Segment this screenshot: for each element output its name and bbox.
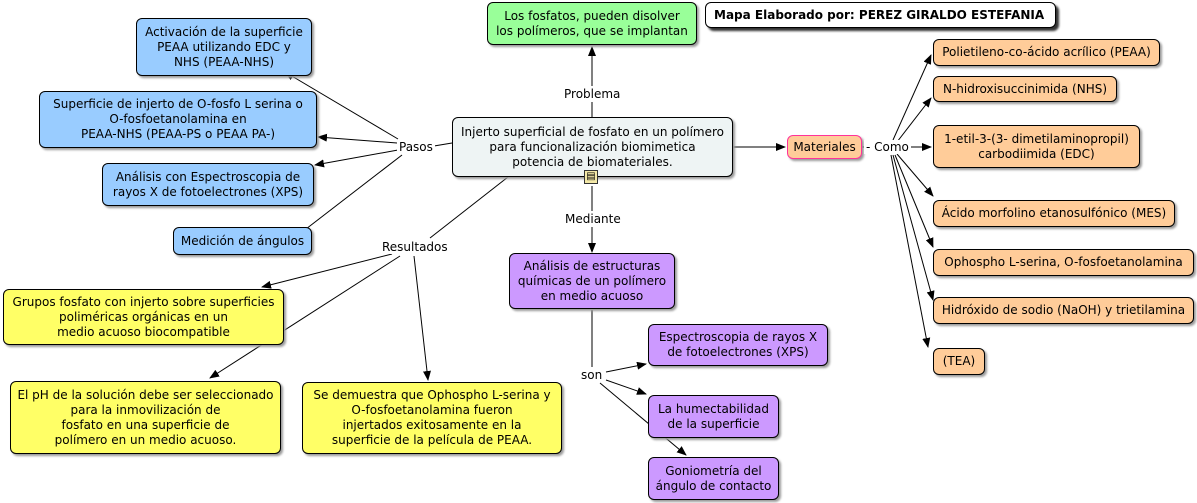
edge-resultados-result3 <box>413 255 431 381</box>
material-node-mes[interactable]: Ácido morfolino etanosulfónico (MES) <box>933 200 1175 227</box>
step-node-grafting[interactable]: Superficie de injerto de O-fosfo L serin… <box>39 91 317 148</box>
edge-pasos-step4 <box>305 154 403 230</box>
author-credit: Mapa Elaborado por: PEREZ GIRALDO ESTEFA… <box>705 2 1056 28</box>
edge-pasos-step3 <box>314 149 399 168</box>
link-label-como: - Como <box>864 140 911 154</box>
edge-center-resultados <box>429 176 509 239</box>
edge-pasos-step2 <box>317 133 398 144</box>
material-node-peaa[interactable]: Polietileno-co-ácido acrílico (PEAA) <box>933 39 1160 66</box>
edge-center-pasos <box>433 142 453 147</box>
note-icon[interactable]: ▤ <box>584 170 598 184</box>
edge-son-tech2 <box>605 379 647 395</box>
edge-como-mat7 <box>890 154 931 348</box>
edge-como-mat1 <box>892 54 932 141</box>
material-node-phosphoserine[interactable]: Ophospho L-serina, O-fosfoetanolamina <box>933 249 1194 276</box>
technique-node-xps[interactable]: Espectroscopia de rayos X de fotoelectro… <box>648 324 828 366</box>
link-label-son: son <box>579 368 605 382</box>
edge-resultados-result1 <box>261 253 393 289</box>
result-node-phosphate-groups[interactable]: Grupos fosfato con injerto sobre superfi… <box>3 289 284 345</box>
link-label-problema: Problema <box>562 87 623 101</box>
result-node-grafting-demonstrated[interactable]: Se demuestra que Ophospho L-serina y O-f… <box>302 382 562 454</box>
edge-como-mat6 <box>892 154 935 301</box>
method-node[interactable]: Análisis de estructuras químicas de un p… <box>509 253 675 309</box>
central-topic-node[interactable]: Injerto superficial de fosfato en un pol… <box>452 117 733 177</box>
edge-resultados-result2 <box>209 255 401 379</box>
edge-pasos-step1 <box>284 71 399 140</box>
result-node-ph-solution[interactable]: El pH de la solución debe ser selecciona… <box>10 381 281 454</box>
step-node-xps-analysis[interactable]: Análisis con Espectroscopia de rayos X d… <box>102 163 314 206</box>
technique-node-goniometry[interactable]: Goniometría del ángulo de contacto <box>648 457 779 500</box>
step-node-angle-measurement[interactable]: Medición de ángulos <box>173 227 312 255</box>
edge-como-mat5 <box>894 154 934 248</box>
link-label-resultados: Resultados <box>380 240 450 254</box>
materials-node[interactable]: Materiales <box>787 135 862 159</box>
technique-node-wettability[interactable]: La humectabilidad de la superficie <box>648 395 779 438</box>
edge-son-tech1 <box>605 361 647 373</box>
edge-como-mat4 <box>896 153 934 197</box>
material-node-naoh[interactable]: Hidróxido de sodio (NaOH) y trietilamina <box>933 297 1194 324</box>
problem-node[interactable]: Los fosfatos, pueden disolver los políme… <box>487 2 697 45</box>
link-label-pasos: Pasos <box>397 140 435 154</box>
material-node-nhs[interactable]: N-hidroxisuccinimida (NHS) <box>933 76 1117 102</box>
step-node-activation[interactable]: Activación de la superficie PEAA utiliza… <box>136 18 312 76</box>
edge-son-tech3 <box>599 382 687 456</box>
material-node-tea[interactable]: (TEA) <box>933 348 985 375</box>
link-label-mediante: Mediante <box>563 212 623 226</box>
material-node-edc[interactable]: 1-etil-3-(3- dimetilaminopropil) carbodi… <box>933 125 1140 168</box>
edge-como-mat2 <box>896 97 932 143</box>
